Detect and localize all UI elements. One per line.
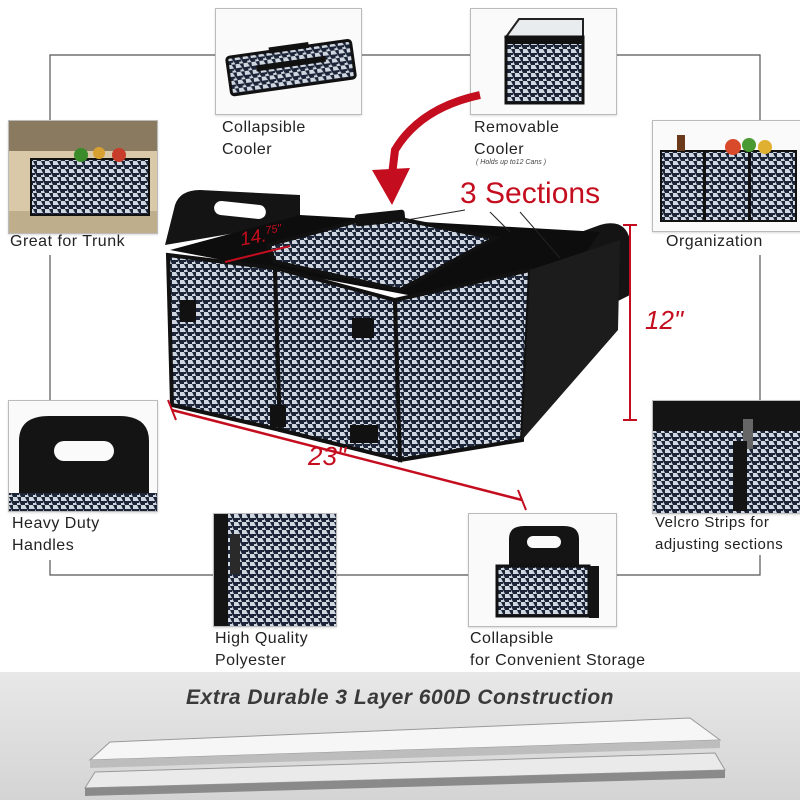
high-quality-polyester-label: High Quality Polyester [215,630,309,669]
collapsible-storage-image [468,513,617,627]
removable-cooler-note: ( Holds up to12 Cans ) [476,159,547,166]
collapsible-storage-label: Collapsible for Convenient Storage [470,630,646,669]
removable-cooler-label: Removable Cooler [474,119,560,158]
velcro-strips-image [652,400,800,514]
handles-image [8,400,158,512]
removable-cooler-image [470,8,617,115]
collapsible-cooler-image [215,8,362,115]
trunk-image [8,120,158,234]
organization-image [652,120,800,232]
height-dimension: 12" [645,305,684,335]
velcro-strips-label: Velcro Strips for adjusting sections [655,514,784,553]
collapsible-cooler-label: Collapsible Cooler [222,119,306,158]
heavy-duty-handles-label: Heavy Duty Handles [12,515,100,554]
three-sections-label: 3 Sections [460,177,601,210]
construction-banner: Extra Durable 3 Layer 600D Construction [186,686,614,709]
width-dimension: 23" [308,441,347,471]
organization-label: Organization [666,233,763,250]
polyester-image [213,513,337,627]
great-for-trunk-label: Great for Trunk [10,233,126,250]
